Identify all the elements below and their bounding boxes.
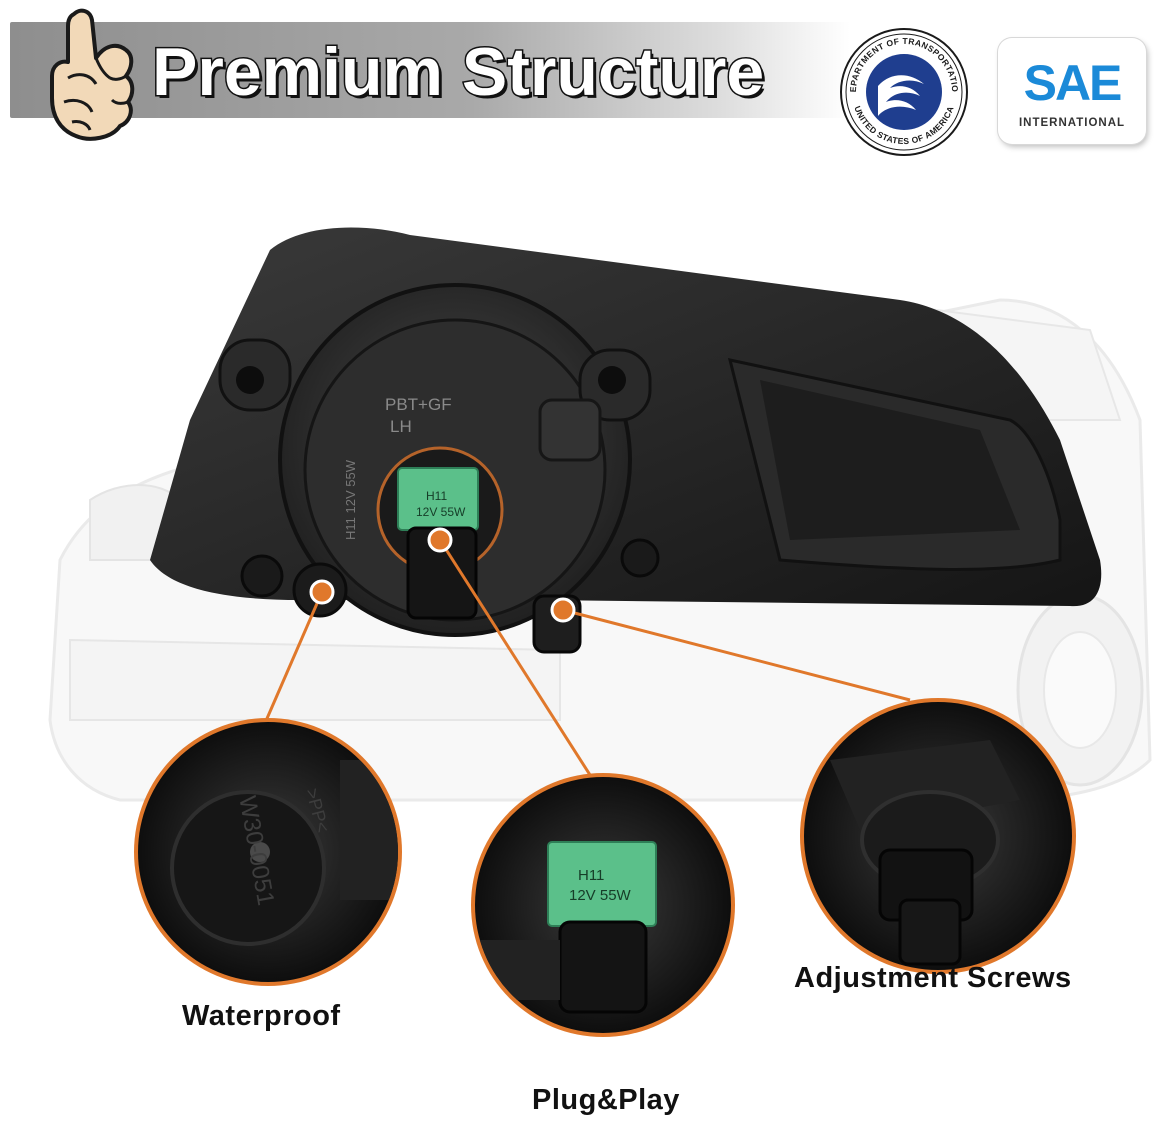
sae-logo: SAE INTERNATIONAL: [998, 38, 1146, 144]
housing-marking-lh: LH: [390, 417, 412, 436]
zoom-bulb-label-h11: H11: [578, 867, 604, 884]
sae-mark-text: SAE: [1024, 55, 1121, 111]
callout-dot-adjust: [550, 597, 576, 623]
callout-label-adjustment-screws: Adjustment Screws: [794, 962, 1072, 994]
zoom-bulb-label-watt: 12V 55W: [569, 887, 632, 904]
zoom-waterproof: W30-0051 >PP<: [134, 718, 402, 986]
sae-subtitle-text: INTERNATIONAL: [1019, 117, 1125, 129]
callout-dot-waterproof: [309, 579, 335, 605]
hand-gesture-icon: [50, 8, 135, 141]
bulb-label-watt: 12V 55W: [416, 505, 466, 519]
dot-seal-logo: DEPARTMENT OF TRANSPORTATION UNITED STAT…: [838, 26, 968, 156]
page-title: Premium Structure: [151, 33, 766, 112]
housing-marking-h11: H11 12V 55W: [343, 459, 358, 540]
zoom-adjust: [800, 698, 1076, 974]
callout-line-waterproof: [260, 591, 324, 731]
fog-light-housing: PBT+GF LH H11 12V 55W H11 12V 55W: [218, 283, 660, 654]
callout-dots: [309, 527, 576, 623]
callout-dot-plug: [427, 527, 453, 553]
callout-line-plug: [438, 539, 608, 801]
housing-marking-pbt: PBT+GF: [385, 395, 452, 414]
zoom-plug: H11 12V 55W: [471, 773, 735, 1037]
callout-label-waterproof: Waterproof: [182, 1000, 341, 1032]
bulb-label-h11: H11: [426, 489, 447, 503]
callout-lines: [260, 539, 911, 801]
sae-logo-mark: SAE INTERNATIONAL: [1019, 55, 1125, 129]
callout-label-plug-play: Plug&Play: [532, 1084, 680, 1116]
title-banner: [10, 22, 850, 118]
callout-line-adjust: [562, 608, 911, 702]
